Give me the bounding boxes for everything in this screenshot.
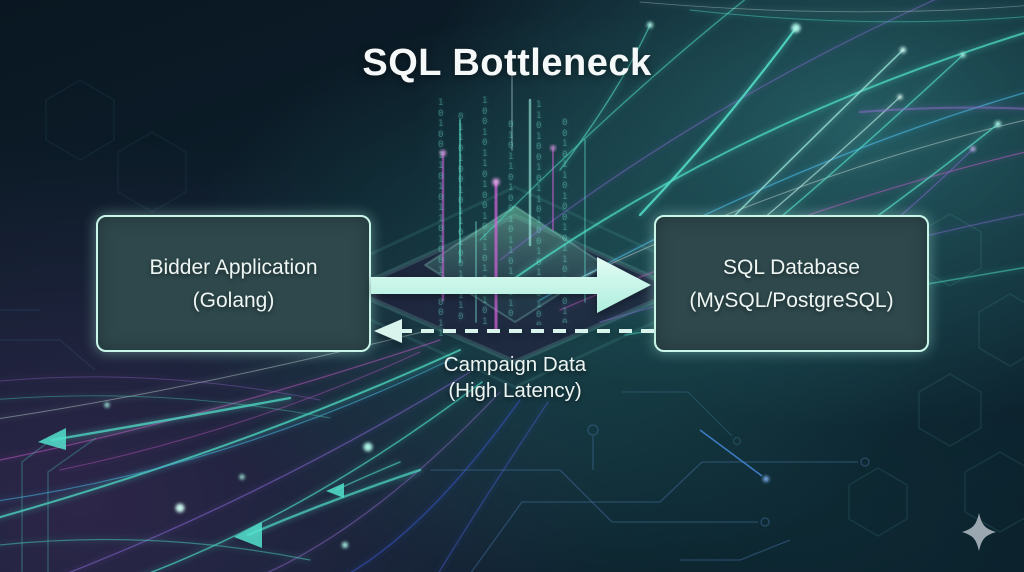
node-label-line2: (Golang) [192, 288, 275, 312]
corner-frame-lines [21, 429, 97, 572]
binary-rain-column: 1010011010110100101001101011 [438, 98, 444, 336]
circuit-traces-left [0, 309, 96, 371]
edge-label-line2: (High Latency) [448, 379, 582, 402]
node-label-line2: (MySQL/PostgreSQL) [689, 288, 894, 312]
node-label-line1: SQL Database [723, 255, 860, 279]
circuit-traces-right [622, 391, 763, 477]
edge-label-line1: Campaign Data [443, 353, 587, 376]
node-bidder-application: Bidder Application (Golang) [96, 215, 371, 352]
circuit-traces-bottom [430, 424, 870, 572]
page-title: SQL Bottleneck [362, 42, 652, 84]
node-label-line1: Bidder Application [149, 255, 318, 279]
stream-arrowheads [38, 428, 344, 548]
response-arrow [374, 319, 654, 343]
sparkle-icon [962, 513, 996, 551]
node-sql-database: SQL Database (MySQL/PostgreSQL) [654, 215, 929, 352]
edge-label-campaign-data: Campaign Data (High Latency) [415, 352, 615, 404]
